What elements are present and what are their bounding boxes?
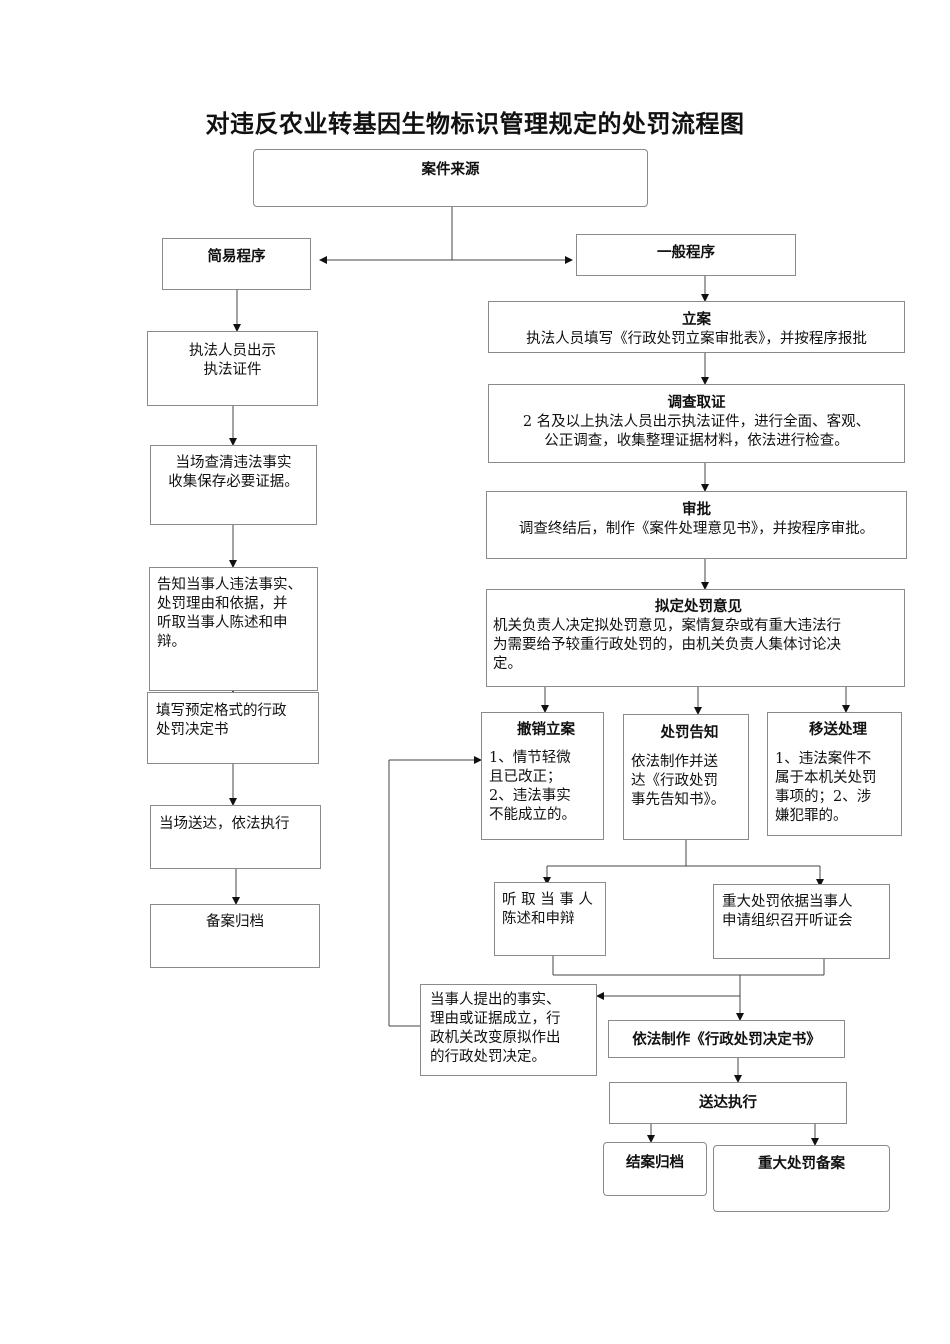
simple-step-text: 当场送达，依法执行 xyxy=(159,816,290,832)
simple-step-archive: 备案归档 xyxy=(150,904,320,968)
investigate-title: 调查取证 xyxy=(667,395,726,411)
revoke-box: 撤销立案 1、情节轻微 且已改正； 2、违法事实 不能成立的。 xyxy=(481,712,604,840)
hear-statement-box: 听 取 当 事 人 陈述和申辩 xyxy=(494,882,606,956)
simple-procedure-label: 简易程序 xyxy=(207,249,266,265)
major-record-box: 重大处罚备案 xyxy=(713,1145,890,1212)
decision-box: 依法制作《行政处罚决定书》 xyxy=(608,1020,845,1058)
filing-box: 立案 执法人员填写《行政处罚立案审批表》，并按程序报批 xyxy=(488,301,905,353)
transfer-title: 移送处理 xyxy=(809,722,867,738)
simple-step-text: 填写预定格式的行政 处罚决定书 xyxy=(156,703,287,738)
revoke-title: 撤销立案 xyxy=(517,722,575,738)
draft-opinion-box: 拟定处罚意见 机关负责人决定拟处罚意见，案情复杂或有重大违法行 为需要给予较重行… xyxy=(486,589,905,687)
approve-text: 调查终结后，制作《案件处理意见书》，并按程序审批。 xyxy=(518,521,875,537)
transfer-text: 1、违法案件不 属于本机关处罚 事项的；2、涉 嫌犯罪的。 xyxy=(775,751,877,824)
close-case-box: 结案归档 xyxy=(603,1142,707,1196)
facts-established-box: 当事人提出的事实、 理由或证据成立，行 政机关改变原拟作出 的行政处罚决定。 xyxy=(420,984,597,1076)
deliver-box: 送达执行 xyxy=(609,1082,847,1124)
simple-step-text: 备案归档 xyxy=(206,914,264,930)
revoke-text: 1、情节轻微 且已改正； 2、违法事实 不能成立的。 xyxy=(489,750,576,823)
notice-title: 处罚告知 xyxy=(660,725,719,741)
facts-established-text: 当事人提出的事实、 理由或证据成立，行 政机关改变原拟作出 的行政处罚决定。 xyxy=(430,992,561,1065)
simple-procedure-box: 简易程序 xyxy=(162,238,311,290)
transfer-box: 移送处理 1、违法案件不 属于本机关处罚 事项的；2、涉 嫌犯罪的。 xyxy=(767,712,902,836)
simple-step-deliver: 当场送达，依法执行 xyxy=(150,805,321,869)
draft-opinion-text: 机关负责人决定拟处罚意见，案情复杂或有重大违法行 为需要给予较重行政处罚的，由机… xyxy=(493,618,841,672)
simple-step-show-id: 执法人员出示 执法证件 xyxy=(147,331,318,406)
close-case-text: 结案归档 xyxy=(626,1155,684,1171)
simple-step-investigate: 当场查清违法事实 收集保存必要证据。 xyxy=(150,445,317,525)
hear-statement-text: 听 取 当 事 人 陈述和申辩 xyxy=(502,892,593,927)
approve-box: 审批 调查终结后，制作《案件处理意见书》，并按程序审批。 xyxy=(486,491,907,559)
filing-text: 执法人员填写《行政处罚立案审批表》，并按程序报批 xyxy=(526,331,867,347)
approve-title: 审批 xyxy=(682,502,711,518)
simple-step-text: 执法人员出示 执法证件 xyxy=(189,343,276,378)
hearing-box: 重大处罚依据当事人 申请组织召开听证会 xyxy=(713,884,890,959)
page-title: 对违反农业转基因生物标识管理规定的处罚流程图 xyxy=(205,110,745,138)
simple-step-text: 告知当事人违法事实、 处罚理由和依据，并 听取当事人陈述和申 辩。 xyxy=(157,577,302,650)
decision-text: 依法制作《行政处罚决定书》 xyxy=(632,1032,821,1048)
source-box: 案件来源 xyxy=(253,149,648,207)
hearing-text: 重大处罚依据当事人 申请组织召开听证会 xyxy=(722,894,853,929)
major-record-text: 重大处罚备案 xyxy=(758,1156,845,1172)
general-procedure-label: 一般程序 xyxy=(657,245,715,261)
simple-step-decision-form: 填写预定格式的行政 处罚决定书 xyxy=(147,692,319,764)
deliver-text: 送达执行 xyxy=(699,1095,757,1111)
investigate-box: 调查取证 2 名及以上执法人员出示执法证件，进行全面、客观、 公正调查，收集整理… xyxy=(488,384,905,463)
notice-text: 依法制作并送 达《行政处罚 事先告知书》。 xyxy=(631,754,726,808)
general-procedure-box: 一般程序 xyxy=(576,234,796,276)
filing-title: 立案 xyxy=(682,312,711,328)
simple-step-notify: 告知当事人违法事实、 处罚理由和依据，并 听取当事人陈述和申 辩。 xyxy=(149,567,318,691)
simple-step-text: 当场查清违法事实 收集保存必要证据。 xyxy=(168,455,299,490)
notice-box: 处罚告知 依法制作并送 达《行政处罚 事先告知书》。 xyxy=(623,714,749,840)
investigate-text: 2 名及以上执法人员出示执法证件，进行全面、客观、 公正调查，收集整理证据材料，… xyxy=(522,414,871,449)
source-title: 案件来源 xyxy=(421,162,480,178)
draft-opinion-title: 拟定处罚意见 xyxy=(655,599,742,615)
